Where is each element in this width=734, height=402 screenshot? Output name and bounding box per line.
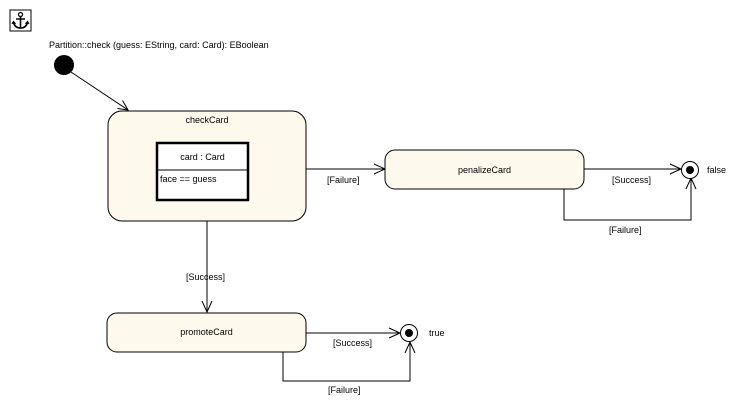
object-box-constraint: face == guess [160, 174, 217, 184]
checkcard-object-box[interactable]: card : Card face == guess [155, 141, 250, 202]
final-node-true-label: true [429, 328, 445, 338]
edge-penalizecard-success [584, 163, 683, 175]
checkcard-node[interactable]: checkCard card : Card face == guess [107, 110, 307, 222]
initial-node[interactable] [54, 55, 74, 75]
edge-label-failure: [Failure] [609, 225, 642, 235]
edge-checkcard-to-promotecard [201, 221, 213, 314]
object-box-header: card : Card [180, 152, 225, 162]
diagram-title: Partition::check (guess: EString, card: … [49, 40, 269, 50]
penalizecard-label: penalizeCard [458, 165, 511, 175]
edge-label-success: [Success] [186, 272, 225, 282]
edge-label-success: [Success] [333, 338, 372, 348]
edge-label-failure: [Failure] [327, 175, 360, 185]
final-node-false[interactable] [681, 161, 699, 179]
edge-checkcard-to-penalizecard [306, 163, 387, 175]
checkcard-label: checkCard [185, 115, 228, 125]
penalizecard-node[interactable]: penalizeCard [384, 149, 585, 190]
promotecard-label: promoteCard [180, 327, 233, 337]
edge-label-success: [Success] [612, 175, 651, 185]
anchor-icon[interactable] [9, 9, 32, 32]
edge-promotecard-success [306, 327, 402, 339]
edge-label-failure: [Failure] [328, 385, 361, 395]
edge-promotecard-failure [282, 340, 416, 382]
edge-initial-to-checkcard [70, 71, 129, 111]
final-node-false-label: false [707, 165, 726, 175]
promotecard-node[interactable]: promoteCard [106, 312, 307, 353]
final-node-true[interactable] [400, 324, 418, 342]
